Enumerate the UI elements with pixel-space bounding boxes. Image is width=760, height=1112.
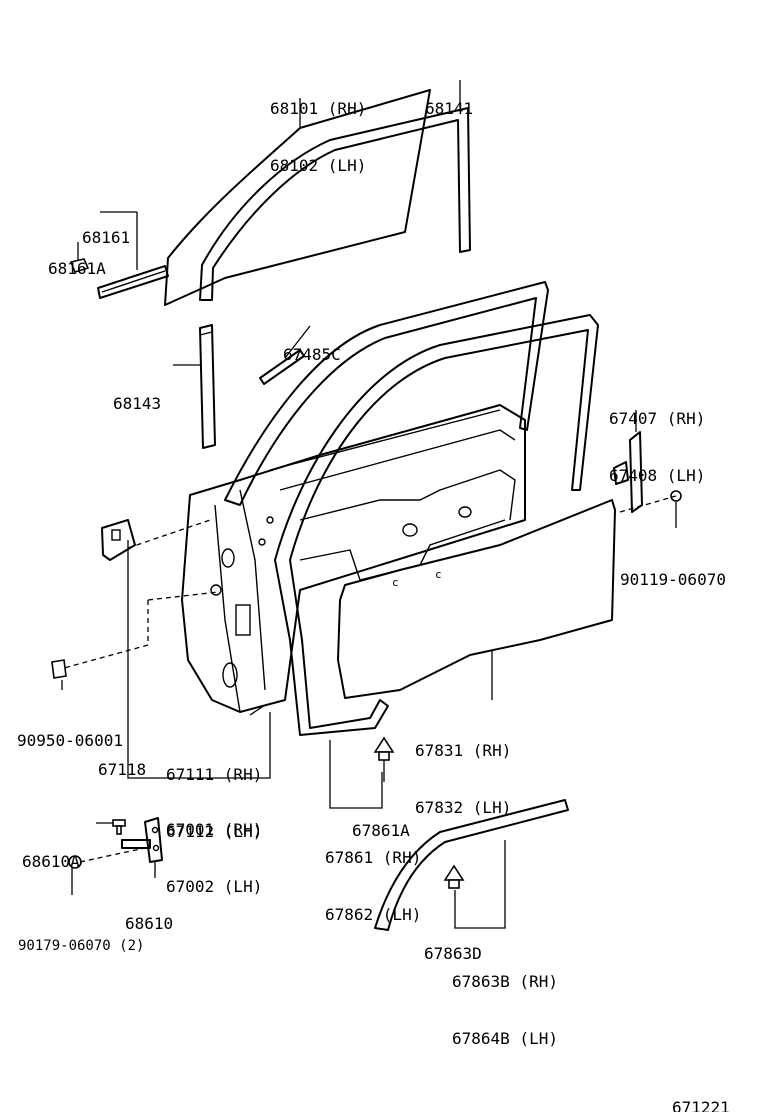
label-90179: 90179-06070 (2): [18, 938, 145, 954]
label-67485C: 67485C: [283, 345, 341, 364]
check-bracket: [101, 519, 136, 561]
callout-67407: 67407 (RH) 67408 (LH): [609, 371, 705, 504]
glass-run: [199, 107, 471, 301]
door-panel: [181, 404, 526, 713]
label-67832: 67832 (LH): [415, 798, 512, 817]
service-hole-cover: c c: [337, 499, 616, 699]
leader-lines: [61, 80, 677, 929]
label-90950: 90950-06001: [17, 731, 123, 750]
figure-number: 671221: [672, 1060, 730, 1112]
callout-67111: 67111 (RH) 67112 (LH): [166, 727, 262, 860]
label-68161A: 68161A: [48, 259, 106, 278]
callout-67118: 67118: [98, 722, 146, 798]
label-68143: 68143: [113, 394, 162, 413]
callout-68610: 68610: [125, 876, 173, 952]
plug-90950: [51, 659, 67, 679]
rear-frame-moulding: [613, 431, 643, 513]
label-67863B: 67863B (RH): [452, 972, 558, 991]
label-67861: 67861 (RH): [325, 848, 422, 867]
callout-68161A: 68161A: [48, 221, 106, 297]
clip-67861A: [373, 736, 395, 761]
callout-90179: 90179-06070 (2): [18, 899, 144, 975]
label-68610: 68610: [125, 914, 174, 933]
label-67862: 67862 (LH): [325, 905, 422, 924]
door-weatherstrip: [274, 314, 599, 736]
label-67001: 67001 (RH): [166, 820, 263, 839]
label-67831: 67831 (RH): [415, 741, 512, 760]
callout-67831: 67831 (RH) 67832 (LH): [415, 703, 511, 836]
label-67864B: 67864B (LH): [452, 1029, 558, 1048]
callout-67001: 67001 (RH) 67002 (LH): [166, 782, 262, 915]
callout-90119: 90119-06070: [620, 532, 726, 608]
door-opening-trim: [374, 799, 569, 931]
callout-68101: 68101 (RH) 68102 (LH): [270, 61, 366, 194]
label-figure-number: 671221: [672, 1098, 730, 1112]
callout-67863B: 67863B (RH) 67864B (LH): [452, 934, 558, 1067]
label-67118: 67118: [98, 760, 147, 779]
label-90119: 90119-06070: [620, 570, 726, 589]
callout-68141: 68141: [425, 61, 473, 137]
label-67408: 67408 (LH): [609, 466, 706, 485]
label-67863D: 67863D: [424, 944, 482, 963]
bolt-68610A: [112, 819, 126, 835]
callout-67861A: 67861A: [352, 783, 410, 859]
door-glass: [164, 89, 431, 306]
clip-67863D: [443, 864, 465, 889]
label-67861A: 67861A: [352, 821, 410, 840]
callout-67863D: 67863D: [424, 906, 482, 982]
label-68141: 68141: [425, 99, 474, 118]
label-67407: 67407 (RH): [609, 409, 706, 428]
callout-68610A: 68610A: [22, 814, 80, 890]
callout-67485C: 67485C: [283, 307, 341, 383]
label-68161: 68161: [82, 228, 131, 247]
label-67111: 67111 (RH): [166, 765, 263, 784]
label-67002: 67002 (LH): [166, 877, 263, 896]
label-68102: 68102 (LH): [270, 156, 367, 175]
label-68101: 68101 (RH): [270, 99, 367, 118]
division-bar-run: [199, 324, 216, 449]
callout-67861: 67861 (RH) 67862 (LH): [325, 810, 421, 943]
door-hinge: [121, 817, 163, 863]
callout-90950: 90950-06001: [17, 693, 123, 769]
label-68610A: 68610A: [22, 852, 80, 871]
svg-text:c: c: [392, 576, 399, 589]
pad-67485C: [259, 349, 305, 385]
callout-68143: 68143: [113, 356, 161, 432]
clip-68161A: [69, 258, 90, 273]
svg-text:c: c: [435, 568, 442, 581]
door-sash: [224, 281, 549, 506]
belt-moulding: [97, 265, 169, 299]
callout-68161: 68161: [82, 190, 130, 266]
label-67112: 67112 (LH): [166, 822, 263, 841]
